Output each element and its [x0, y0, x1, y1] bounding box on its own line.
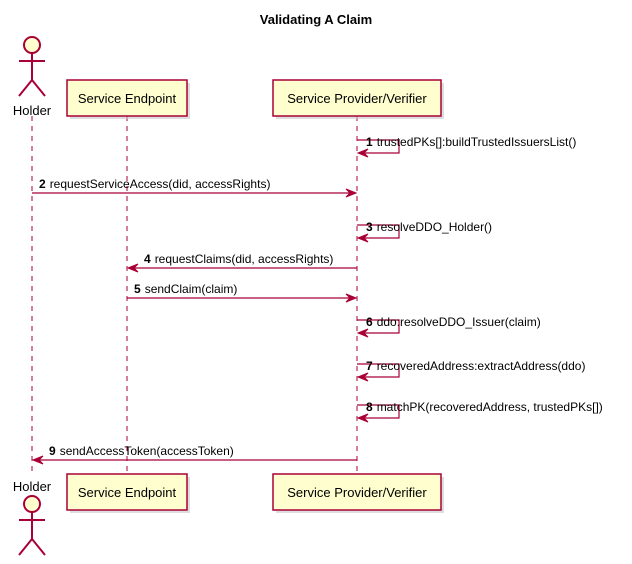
- arrow-head: [356, 328, 369, 338]
- arrow-head: [345, 293, 358, 303]
- message-number: 8: [366, 400, 373, 414]
- box-frame: [66, 79, 188, 117]
- participant-label-provider: Service Provider/Verifier: [287, 485, 427, 500]
- message-8: 8 matchPK(recoveredAddress, trustedPKs[]): [356, 400, 603, 423]
- message-number: 2: [39, 177, 46, 191]
- actor-figure-icon: [18, 36, 46, 97]
- actor-figure-icon: [18, 495, 46, 556]
- message-label: trustedPKs[]:buildTrustedIssuersList(): [377, 135, 577, 149]
- message-number: 7: [366, 359, 373, 373]
- participant-box-provider-bottom: Service Provider/Verifier: [272, 473, 444, 513]
- box-frame: [272, 79, 442, 117]
- self-message-line: [357, 224, 400, 239]
- participant-box-provider-top: Service Provider/Verifier: [272, 79, 444, 119]
- message-label: requestServiceAccess(did, accessRights): [50, 177, 271, 191]
- self-message-line: [357, 363, 400, 378]
- participant-label-endpoint: Service Endpoint: [78, 485, 177, 500]
- actor-label-holder: Holder: [13, 479, 52, 494]
- participants-bottom: Holder Service Endpoint Service Provider/V…: [13, 473, 444, 556]
- actor-label-holder: Holder: [13, 103, 52, 118]
- participant-label-provider: Service Provider/Verifier: [287, 91, 427, 106]
- arrow-head: [356, 413, 369, 423]
- message-2: 2 requestServiceAccess(did, accessRights): [32, 177, 358, 198]
- message-text: 7 recoveredAddress:extractAddress(ddo): [366, 359, 585, 373]
- message-text: 9 sendAccessToken(accessToken): [49, 444, 234, 458]
- box-frame: [272, 473, 442, 511]
- message-label: recoveredAddress:extractAddress(ddo): [377, 359, 586, 373]
- message-text: 2 requestServiceAccess(did, accessRights): [39, 177, 270, 191]
- arrow-head: [31, 455, 44, 465]
- message-text: 6 ddo:resolveDDO_Issuer(claim): [366, 315, 541, 329]
- self-message-line: [357, 139, 400, 154]
- message-1: 1 trustedPKs[]:buildTrustedIssuersList(): [356, 135, 576, 158]
- message-5: 5 sendClaim(claim): [127, 282, 358, 303]
- message-label: sendAccessToken(accessToken): [60, 444, 234, 458]
- message-7: 7 recoveredAddress:extractAddress(ddo): [356, 359, 585, 382]
- message-label: ddo:resolveDDO_Issuer(claim): [377, 315, 541, 329]
- message-6: 6 ddo:resolveDDO_Issuer(claim): [356, 315, 541, 338]
- arrow-head: [356, 233, 369, 243]
- arrow-head: [356, 148, 369, 158]
- messages: 1 trustedPKs[]:buildTrustedIssuersList() 2…: [31, 135, 603, 465]
- message-number: 3: [366, 220, 373, 234]
- self-message-line: [357, 404, 400, 419]
- message-4: 4 requestClaims(did, accessRights): [126, 252, 357, 273]
- message-number: 9: [49, 444, 56, 458]
- message-label: sendClaim(claim): [145, 282, 238, 296]
- arrow-head: [126, 263, 139, 273]
- message-number: 1: [366, 135, 373, 149]
- participant-box-endpoint-top: Service Endpoint: [66, 79, 190, 119]
- participant-label-endpoint: Service Endpoint: [78, 91, 177, 106]
- message-9: 9 sendAccessToken(accessToken): [31, 444, 357, 465]
- message-number: 4: [144, 252, 151, 266]
- message-3: 3 resolveDDO_Holder(): [356, 220, 492, 243]
- participant-box-endpoint-bottom: Service Endpoint: [66, 473, 190, 513]
- message-number: 6: [366, 315, 373, 329]
- message-text: 5 sendClaim(claim): [134, 282, 237, 296]
- self-message-line: [357, 319, 400, 334]
- message-number: 5: [134, 282, 141, 296]
- arrow-head: [356, 372, 369, 382]
- diagram-title: Validating A Claim: [260, 12, 372, 27]
- actor-holder-top: Holder: [13, 36, 52, 118]
- actor-holder-bottom: Holder: [13, 479, 52, 556]
- participants-top: Holder Service Endpoint Service Provider/V…: [13, 36, 444, 119]
- message-label: resolveDDO_Holder(): [377, 220, 492, 234]
- message-label: requestClaims(did, accessRights): [155, 252, 334, 266]
- message-label: matchPK(recoveredAddress, trustedPKs[]): [377, 400, 603, 414]
- message-text: 8 matchPK(recoveredAddress, trustedPKs[]): [366, 400, 603, 414]
- box-frame: [66, 473, 188, 511]
- arrow-head: [345, 188, 358, 198]
- message-text: 4 requestClaims(did, accessRights): [144, 252, 333, 266]
- message-text: 3 resolveDDO_Holder(): [366, 220, 492, 234]
- message-text: 1 trustedPKs[]:buildTrustedIssuersList(): [366, 135, 576, 149]
